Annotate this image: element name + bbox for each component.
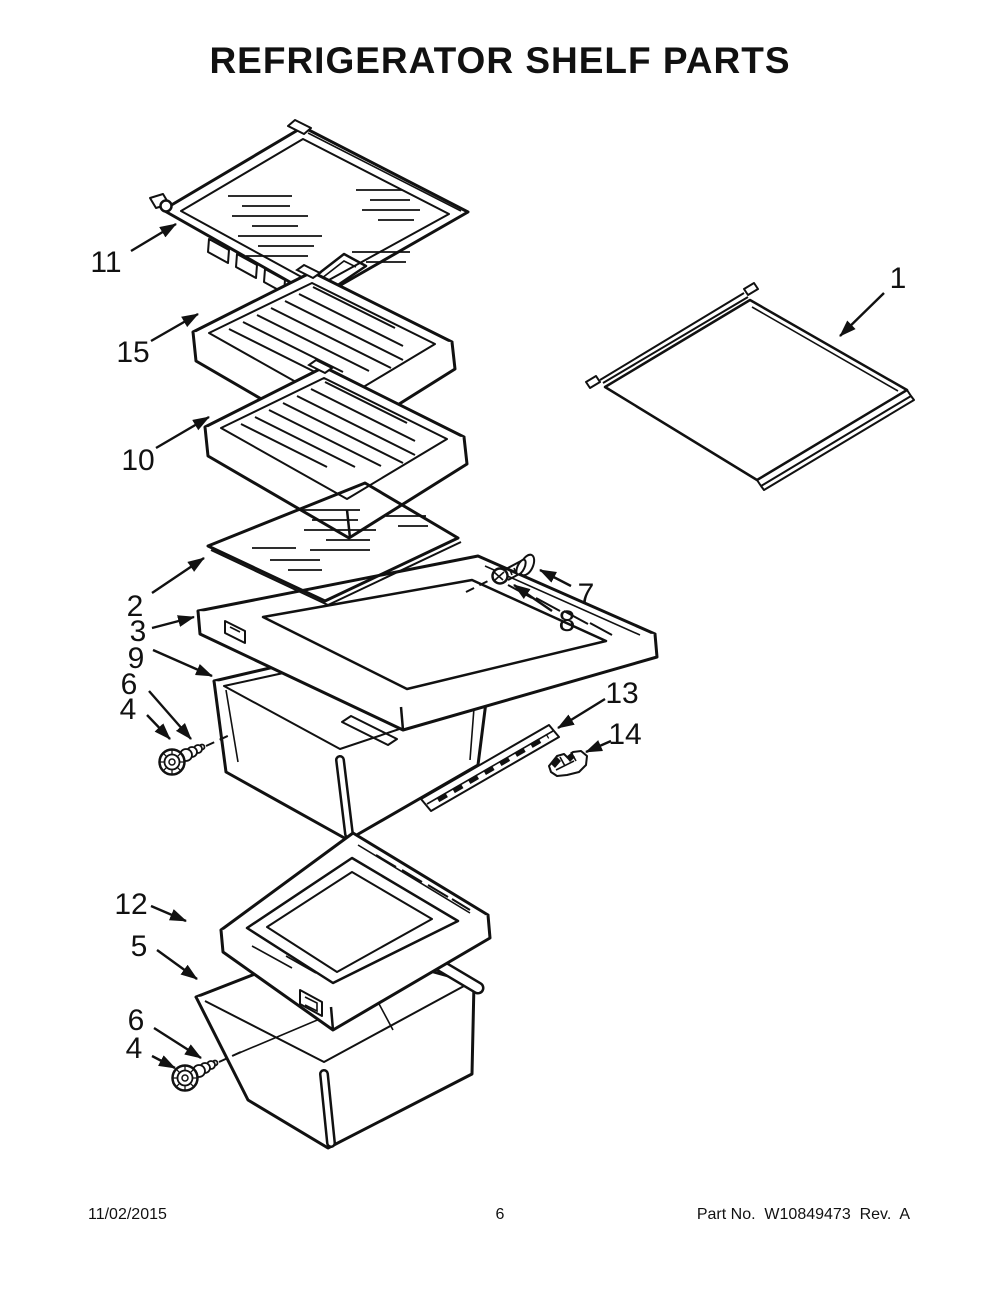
callout-label: 15 xyxy=(116,336,149,369)
callout-label: 3 xyxy=(130,615,147,648)
callout-label: 7 xyxy=(578,578,595,611)
callout-10: 10 xyxy=(121,415,210,477)
callout-label: 6 xyxy=(128,1004,145,1037)
trim-rail xyxy=(420,724,560,812)
callout-7: 7 xyxy=(539,568,595,611)
glass-shelf xyxy=(585,282,915,491)
callout-label: 1 xyxy=(890,262,907,295)
callout-6-middle: 6 xyxy=(121,668,192,740)
callout-label: 4 xyxy=(120,693,137,726)
callout-label: 12 xyxy=(114,888,147,921)
callout-label: 11 xyxy=(90,246,121,279)
shoulder-screw-middle xyxy=(158,733,233,776)
callout-label: 2 xyxy=(127,590,144,623)
glass-insert xyxy=(206,481,462,606)
callout-14: 14 xyxy=(585,718,642,754)
callout-8: 8 xyxy=(513,584,576,638)
callout-label: 8 xyxy=(559,605,576,638)
footer-part-number: Part No. W10849473 Rev. A xyxy=(696,1206,910,1223)
callout-label: 6 xyxy=(121,668,138,701)
callout-1: 1 xyxy=(839,262,907,337)
callout-2: 2 xyxy=(127,557,205,623)
callout-11: 11 xyxy=(90,222,177,279)
rail-clip xyxy=(548,750,588,777)
callout-13: 13 xyxy=(557,677,639,730)
callout-4-middle: 4 xyxy=(120,693,171,740)
callout-9: 9 xyxy=(128,642,213,678)
callout-label: 10 xyxy=(121,444,154,477)
callout-label: 9 xyxy=(128,642,145,675)
callout-4-bottom: 4 xyxy=(126,1032,176,1070)
footer-date: 11/02/2015 xyxy=(88,1206,167,1223)
screw-and-spacer xyxy=(465,553,536,593)
page-title: REFRIGERATOR SHELF PARTS xyxy=(209,40,791,81)
callout-5: 5 xyxy=(131,930,198,980)
callout-label: 4 xyxy=(126,1032,143,1065)
callout-15: 15 xyxy=(116,312,199,369)
callout-12: 12 xyxy=(114,888,187,923)
footer-page-number: 6 xyxy=(495,1206,505,1223)
callout-label: 14 xyxy=(608,718,641,751)
callout-label: 13 xyxy=(605,677,638,710)
shelf-frame-lower xyxy=(219,831,492,1032)
callout-3: 3 xyxy=(130,615,195,648)
shoulder-screw-bottom xyxy=(171,1050,244,1092)
callout-label: 5 xyxy=(131,930,148,963)
callout-6-bottom: 6 xyxy=(128,1004,202,1060)
